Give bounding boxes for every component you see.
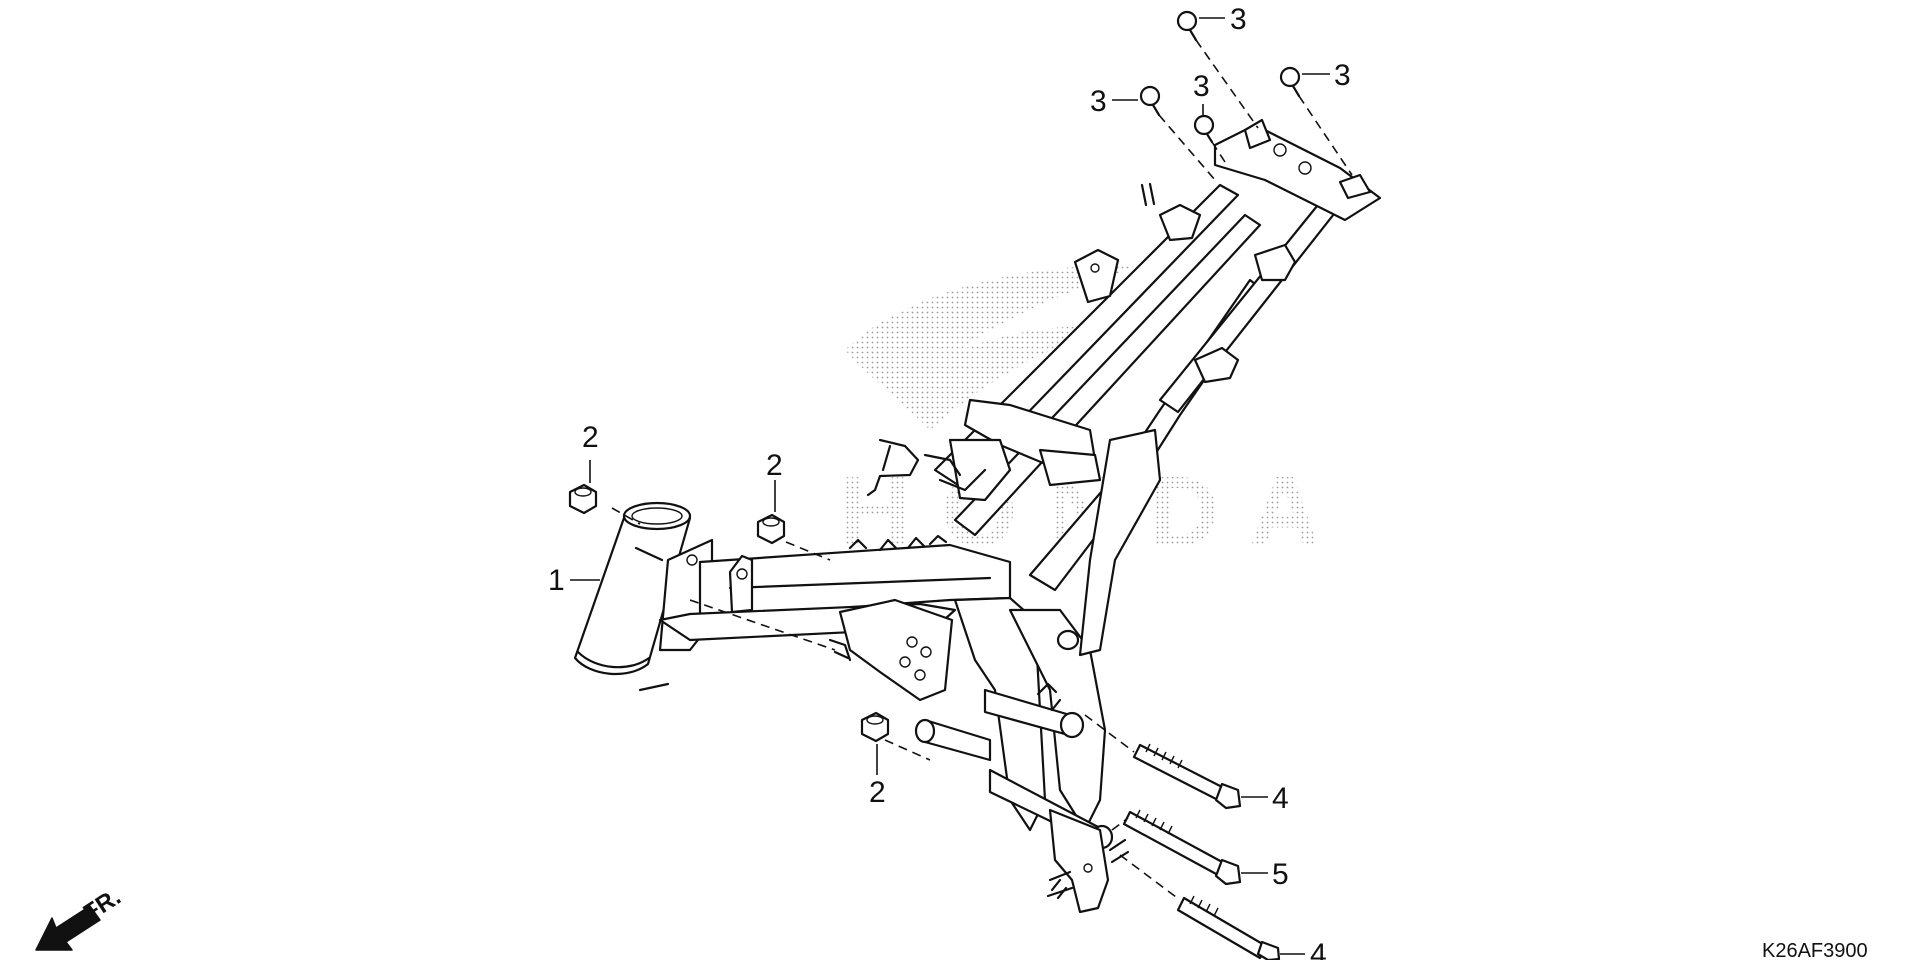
- frame-body: [573, 118, 1382, 914]
- callout-2-middle: 2: [766, 449, 783, 482]
- callout-1: 1: [548, 564, 565, 597]
- front-arrow-icon: [35, 905, 101, 951]
- rear-cross-plate: [1213, 123, 1382, 222]
- callout-4-upper: 4: [1272, 782, 1289, 815]
- rail-bracket-1: [1073, 248, 1120, 304]
- engine-hanger-plate: [838, 598, 954, 702]
- rail-bracket-3: [1193, 346, 1240, 384]
- front-direction-indicator: FR.: [35, 883, 126, 951]
- callout-4-lower: 4: [1310, 938, 1327, 960]
- callout-3-top: 3: [1230, 3, 1247, 36]
- nut-2-c: [860, 711, 890, 743]
- harness-clips: [848, 534, 948, 552]
- leader-lines: [570, 17, 1330, 955]
- honda-wing-mark: [845, 265, 1135, 430]
- callout-2-upper-left: 2: [582, 421, 599, 454]
- long-bolt-5: [1122, 809, 1242, 886]
- head-pipe: [573, 513, 692, 676]
- rail-bracket-2: [1158, 203, 1202, 242]
- callout-3-left: 3: [1090, 85, 1107, 118]
- nut-2-a: [568, 483, 598, 515]
- callout-3-right: 3: [1334, 59, 1351, 92]
- rail-bracket-4: [1253, 243, 1297, 282]
- rear-upright: [1078, 428, 1162, 657]
- lower-bracket: [1048, 808, 1110, 914]
- callout-3-middle: 3: [1193, 70, 1210, 103]
- diagram-code: K26AF3900: [1762, 940, 1868, 960]
- side-hook-bracket: [866, 438, 920, 497]
- nut-2-b: [756, 513, 786, 545]
- alignment-lines: [611, 39, 1353, 901]
- long-bolt-4-upper: [1132, 743, 1242, 810]
- callout-2-lower: 2: [869, 776, 886, 809]
- bolt-3-c: [1139, 85, 1161, 117]
- bolt-3-a: [1176, 10, 1198, 42]
- bolt-3-d: [1193, 114, 1215, 144]
- long-bolt-4-lower: [1176, 895, 1281, 960]
- bolt-3-b: [1279, 66, 1301, 98]
- head-pipe-top-ring: [622, 501, 692, 531]
- callout-5: 5: [1272, 858, 1289, 891]
